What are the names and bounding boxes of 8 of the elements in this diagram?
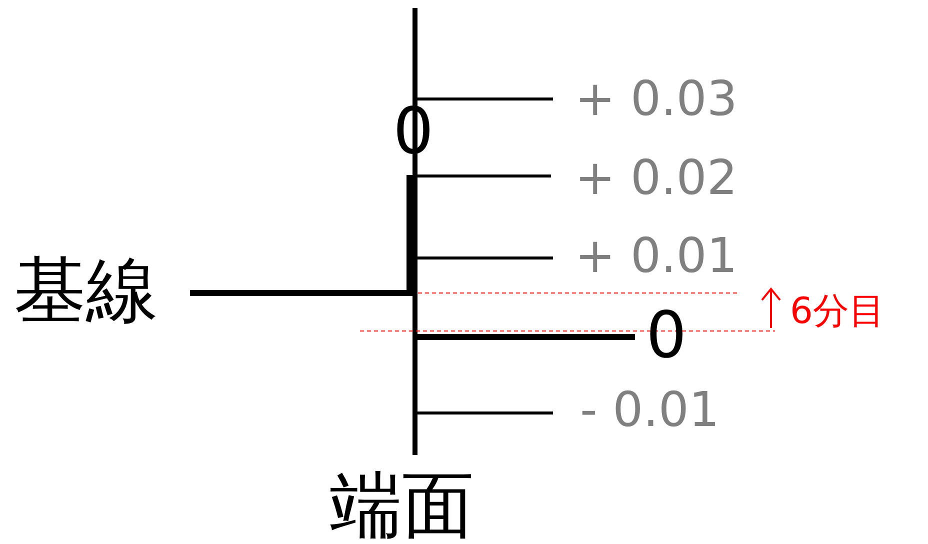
scale-number: + 0.03 <box>575 75 738 123</box>
baseline-label: 基線 <box>14 254 158 326</box>
end-face-label: 端面 <box>330 469 474 541</box>
scale-number: + 0.02 <box>575 154 738 202</box>
scale-number: 0 <box>646 304 687 368</box>
annotation-label: 6分目 <box>790 294 885 330</box>
scale-number: - 0.01 <box>580 386 720 434</box>
scale-number: + 0.01 <box>575 232 738 280</box>
